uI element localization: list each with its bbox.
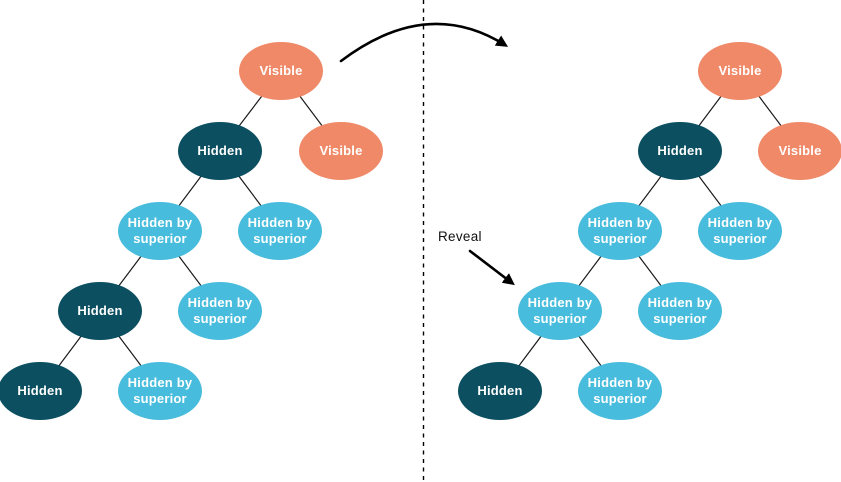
node-hidden-by-superior: Hidden by superior	[578, 362, 662, 420]
node-label: Hidden by superior	[587, 375, 653, 406]
node-label: Hidden by superior	[647, 295, 713, 326]
node-revealed-hidden-by-superior: Hidden by superior	[518, 282, 602, 340]
node-visible: Visible	[299, 122, 383, 180]
node-label: Hidden	[197, 143, 243, 158]
node-hidden-by-superior: Hidden by superior	[118, 362, 202, 420]
node-visible: Visible	[758, 122, 841, 180]
node-label: Hidden	[77, 303, 123, 318]
node-hidden: Hidden	[58, 282, 142, 340]
node-hidden-by-superior: Hidden by superior	[238, 202, 322, 260]
node-label: Visible	[319, 143, 363, 158]
node-hidden: Hidden	[458, 362, 542, 420]
node-label: Hidden by superior	[527, 295, 593, 326]
node-label: Hidden by superior	[187, 295, 253, 326]
node-label: Hidden by superior	[127, 375, 193, 406]
node-hidden: Hidden	[638, 122, 722, 180]
node-label: Visible	[259, 63, 303, 78]
node-hidden: Hidden	[0, 362, 82, 420]
node-label: Visible	[718, 63, 762, 78]
node-hidden-by-superior: Hidden by superior	[578, 202, 662, 260]
node-label: Hidden	[17, 383, 63, 398]
node-label: Visible	[778, 143, 822, 158]
node-hidden-by-superior: Hidden by superior	[178, 282, 262, 340]
node-hidden: Hidden	[178, 122, 262, 180]
node-hidden-by-superior: Hidden by superior	[698, 202, 782, 260]
node-hidden-by-superior: Hidden by superior	[638, 282, 722, 340]
node-visible: Visible	[239, 42, 323, 100]
node-label: Hidden by superior	[707, 215, 773, 246]
node-label: Hidden by superior	[247, 215, 313, 246]
node-label: Hidden by superior	[587, 215, 653, 246]
node-hidden-by-superior: Hidden by superior	[118, 202, 202, 260]
node-label: Hidden	[657, 143, 703, 158]
node-label: Hidden	[477, 383, 523, 398]
node-visible: Visible	[698, 42, 782, 100]
reveal-label: Reveal	[438, 229, 482, 244]
reveal-arrow	[468, 249, 515, 286]
node-label: Hidden by superior	[127, 215, 193, 246]
transition-arrow	[339, 22, 509, 63]
